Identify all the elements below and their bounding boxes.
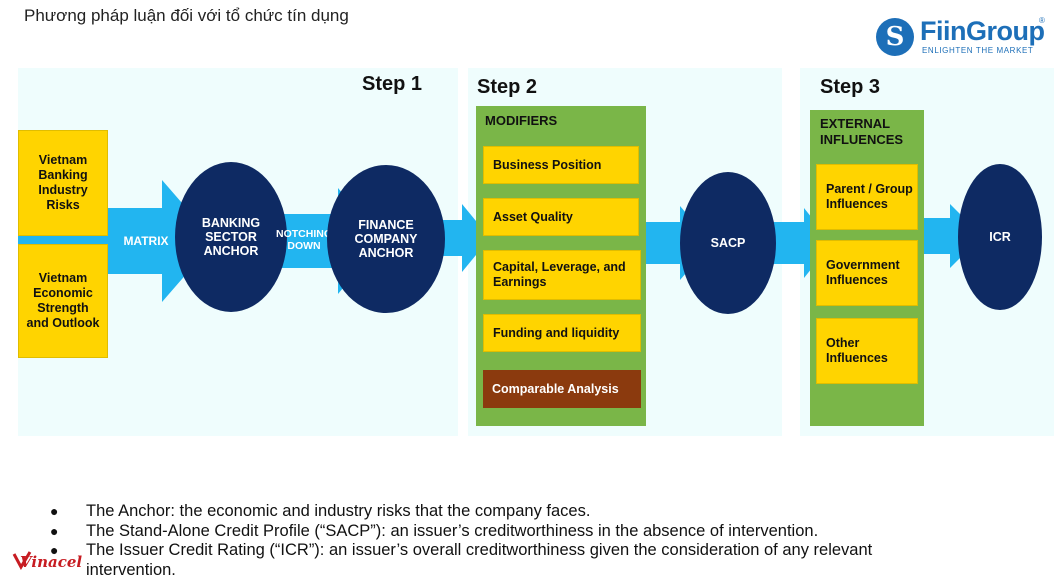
vinacel-logo: Vinacel xyxy=(12,550,82,572)
bullet-item: ● The Anchor: the economic and industry … xyxy=(50,502,591,520)
banking-industry-risks-box: Vietnam Banking Industry Risks xyxy=(18,130,108,236)
logo-emblem-icon xyxy=(876,18,914,56)
icr-ellipse: ICR xyxy=(958,164,1042,310)
modifier-capital-leverage: Capital, Leverage, and Earnings xyxy=(483,250,641,300)
modifier-funding-liquidity: Funding and liquidity xyxy=(483,314,641,352)
finance-company-anchor: FINANCE COMPANY ANCHOR xyxy=(327,165,445,313)
influence-government: Government Influences xyxy=(816,240,918,306)
step3-label: Step 3 xyxy=(820,76,881,98)
logo-registered: ® xyxy=(1039,16,1045,25)
to-icr-arrow xyxy=(920,204,982,268)
matrix-label: MATRIX xyxy=(123,234,169,248)
modifiers-heading: MODIFIERS xyxy=(485,113,558,128)
logo-name: FiinGroup xyxy=(920,16,1045,46)
bullet-item: ● The Stand-Alone Credit Profile (“SACP”… xyxy=(50,521,819,540)
step2-label: Step 2 xyxy=(477,76,538,98)
step1-label: Step 1 xyxy=(362,73,423,95)
influence-parent-group: Parent / Group Influences xyxy=(816,164,918,230)
to-modifiers-arrow xyxy=(432,204,490,272)
notching-down-label: NOTCHING DOWN xyxy=(276,228,332,252)
bullet-list: ● The Anchor: the economic and industry … xyxy=(50,502,966,580)
bullet-dot-icon: ● xyxy=(50,503,59,519)
fiingroup-logo: S FiinGroup ® ENLIGHTEN THE MARKET xyxy=(876,16,1048,60)
comparable-analysis-box: Comparable Analysis xyxy=(483,370,641,408)
logo-tagline: ENLIGHTEN THE MARKET xyxy=(922,46,1034,55)
page-title: Phương pháp luận đối với tổ chức tín dụn… xyxy=(24,6,349,25)
sacp-ellipse: SACP xyxy=(680,172,776,314)
banking-sector-anchor: BANKING SECTOR ANCHOR xyxy=(175,162,287,312)
influence-other: Other Influences xyxy=(816,318,918,384)
modifier-business-position: Business Position xyxy=(483,146,639,184)
modifier-asset-quality: Asset Quality xyxy=(483,198,639,236)
bullet-dot-icon: ● xyxy=(50,522,59,539)
vinacel-mark-icon xyxy=(12,551,32,570)
bullet-item: ● The Issuer Credit Rating (“ICR”): an i… xyxy=(50,541,873,579)
bullet-dot-icon: ● xyxy=(50,542,59,558)
external-influences-heading: EXTERNAL INFLUENCES xyxy=(820,116,904,147)
economic-strength-box: Vietnam Economic Strength and Outlook xyxy=(18,244,108,358)
